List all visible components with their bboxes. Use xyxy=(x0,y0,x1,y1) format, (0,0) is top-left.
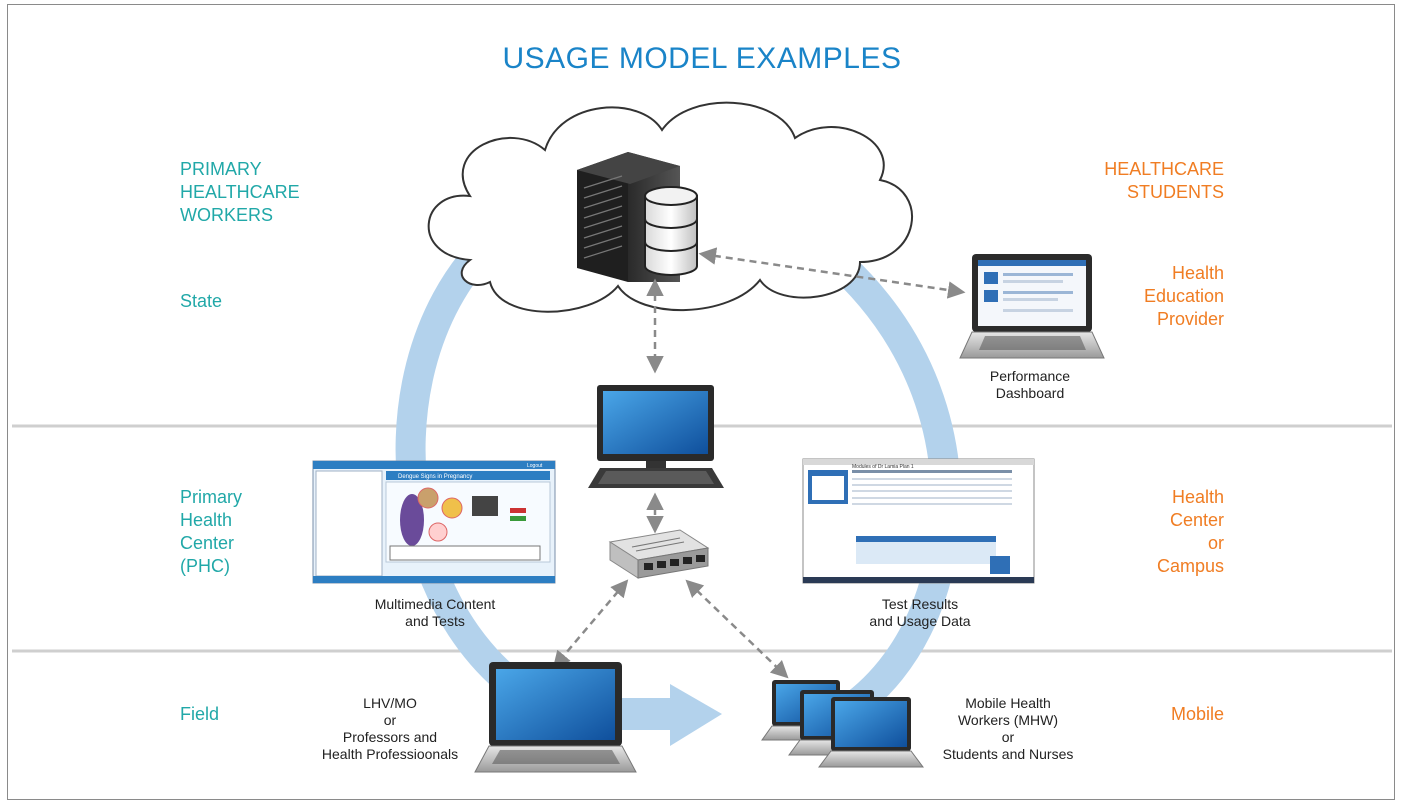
tier-label-health-education-provider: Health Education Provider xyxy=(1143,263,1224,329)
caption-lhv-mo: LHV/MO or Professors and Health Professi… xyxy=(321,695,459,762)
diagram-title: USAGE MODEL EXAMPLES xyxy=(502,42,902,75)
caption-mobile-health-workers: Mobile Health Workers (MHW) or Students … xyxy=(942,695,1074,762)
laptop-icon xyxy=(474,662,637,773)
test-results-screen-title: Modules of Dr Lamia Plan 1 xyxy=(852,464,914,470)
link-switch-laptop xyxy=(552,579,629,669)
caption-performance-dashboard: Performance Dashboard xyxy=(989,368,1071,401)
tier-label-state: State xyxy=(180,291,223,311)
left-group-heading: PRIMARY HEALTHCARE WORKERS xyxy=(180,159,300,225)
multimedia-screen-image: Dengue Signs in Pregnancy Logout xyxy=(312,460,556,584)
multimedia-screen-logout: Logout xyxy=(527,463,543,469)
diagram-frame xyxy=(7,4,1395,800)
laptop-icon xyxy=(959,254,1105,359)
desktop-icon xyxy=(588,385,724,488)
network-links xyxy=(552,247,966,679)
database-icon xyxy=(644,186,698,276)
tier-label-phc: Primary Health Center (PHC) xyxy=(180,487,242,576)
tier-label-field: Field xyxy=(180,704,220,724)
caption-test-results: Test Results and Usage Data xyxy=(869,596,971,629)
tier-label-health-center-campus: Health Center or Campus xyxy=(1156,487,1224,576)
caption-multimedia-content: Multimedia Content and Tests xyxy=(374,596,496,629)
laptop-icon xyxy=(818,697,924,768)
link-cloud-dashboard xyxy=(698,247,966,299)
multimedia-screen-title: Dengue Signs in Pregnancy xyxy=(398,474,472,480)
link-switch-mobiles xyxy=(685,579,789,679)
tier-label-mobile: Mobile xyxy=(1170,704,1224,724)
network-switch-icon xyxy=(608,529,710,579)
test-results-screen-image: Modules of Dr Lamia Plan 1 xyxy=(802,458,1035,584)
right-group-heading: HEALTHCARE STUDENTS xyxy=(1104,159,1224,202)
